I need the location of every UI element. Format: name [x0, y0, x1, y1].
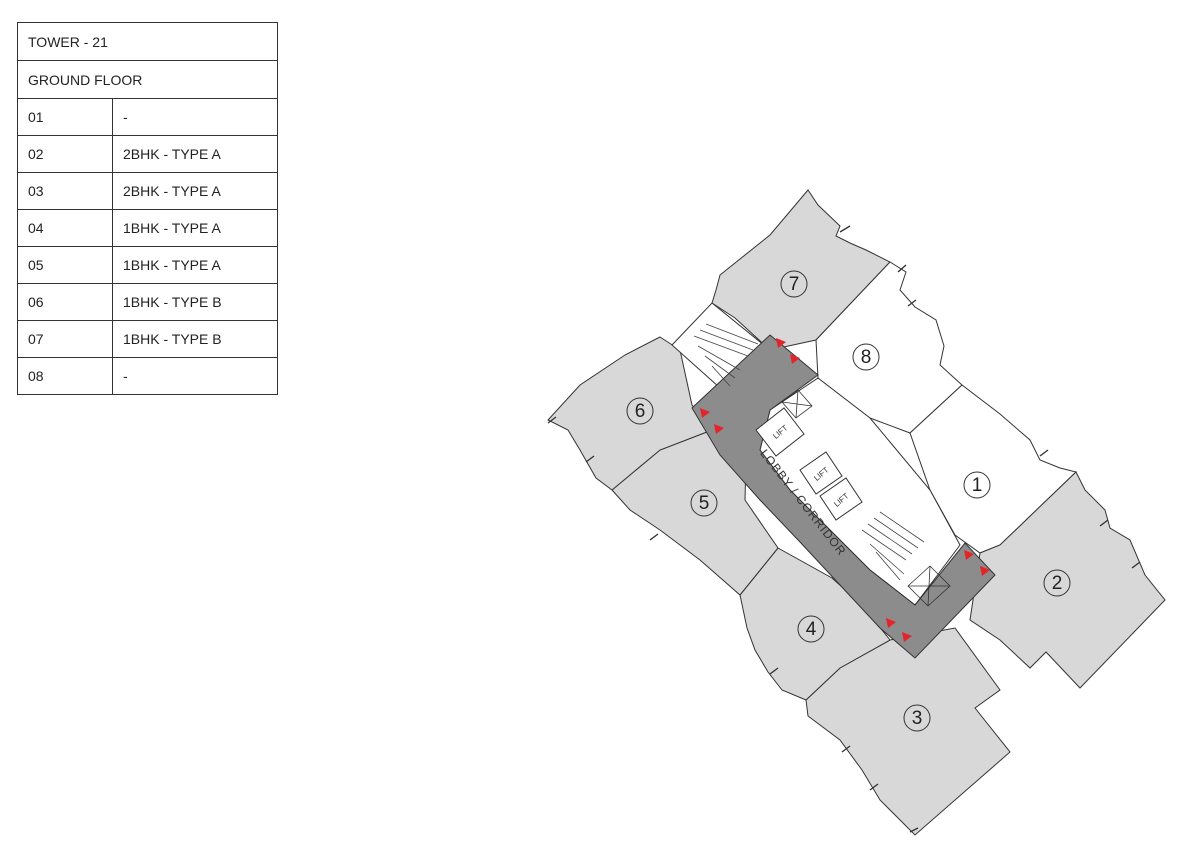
stairs-bottom-treads	[861, 511, 925, 581]
unit-4-label: 4	[806, 619, 817, 640]
legend-title-row: TOWER - 21	[17, 22, 278, 61]
legend-row: 04 1BHK - TYPE A	[17, 209, 278, 247]
legend-unit-type: -	[112, 98, 278, 136]
unit-6-badge	[626, 397, 654, 425]
legend-unit-type: 1BHK - TYPE B	[112, 320, 278, 358]
unit-4-badge	[797, 615, 825, 643]
unit-6-label: 6	[635, 401, 646, 422]
facade-stubs	[547, 225, 1141, 833]
legend-row: 08 -	[17, 357, 278, 395]
legend-unit-type: 2BHK - TYPE A	[112, 135, 278, 173]
unit-legend-table: TOWER - 21 GROUND FLOOR 01 - 02 2BHK - T…	[17, 22, 278, 395]
tower-name: TOWER - 21	[17, 22, 278, 61]
legend-unit-number: 02	[17, 135, 113, 173]
unit-7-label: 7	[789, 274, 800, 295]
entry-markers	[700, 338, 990, 642]
legend-row: 03 2BHK - TYPE A	[17, 172, 278, 210]
legend-unit-number: 06	[17, 283, 113, 321]
legend-row: 02 2BHK - TYPE A	[17, 135, 278, 173]
floor-name: GROUND FLOOR	[17, 60, 278, 99]
legend-row: 05 1BHK - TYPE A	[17, 246, 278, 284]
unit-1-badge	[963, 471, 991, 499]
unit-2-badge	[1043, 569, 1071, 597]
unit-2-label: 2	[1052, 573, 1063, 594]
unit-3-label: 3	[912, 708, 923, 729]
legend-unit-number: 08	[17, 357, 113, 395]
unit-5-badge	[690, 489, 718, 517]
unit-6-area	[547, 336, 713, 491]
legend-row: 06 1BHK - TYPE B	[17, 283, 278, 321]
lobby-corridor	[691, 334, 996, 659]
lift-cars	[755, 407, 863, 521]
legend-unit-number: 03	[17, 172, 113, 210]
unit-1-label: 1	[972, 475, 983, 496]
legend-floor-row: GROUND FLOOR	[17, 60, 278, 99]
legend-row: 01 -	[17, 98, 278, 136]
unit-7-badge	[780, 270, 808, 298]
shafts	[781, 389, 951, 607]
unit-3-badge	[903, 704, 931, 732]
unit-8-badge	[852, 343, 880, 371]
legend-unit-type: 1BHK - TYPE A	[112, 209, 278, 247]
unit-5-label: 5	[699, 493, 710, 514]
unit-8-label: 8	[861, 347, 872, 368]
legend-unit-type: 1BHK - TYPE B	[112, 283, 278, 321]
legend-unit-type: -	[112, 357, 278, 395]
legend-unit-type: 2BHK - TYPE A	[112, 172, 278, 210]
legend-unit-type: 1BHK - TYPE A	[112, 246, 278, 284]
stairs-top-treads	[693, 323, 759, 387]
